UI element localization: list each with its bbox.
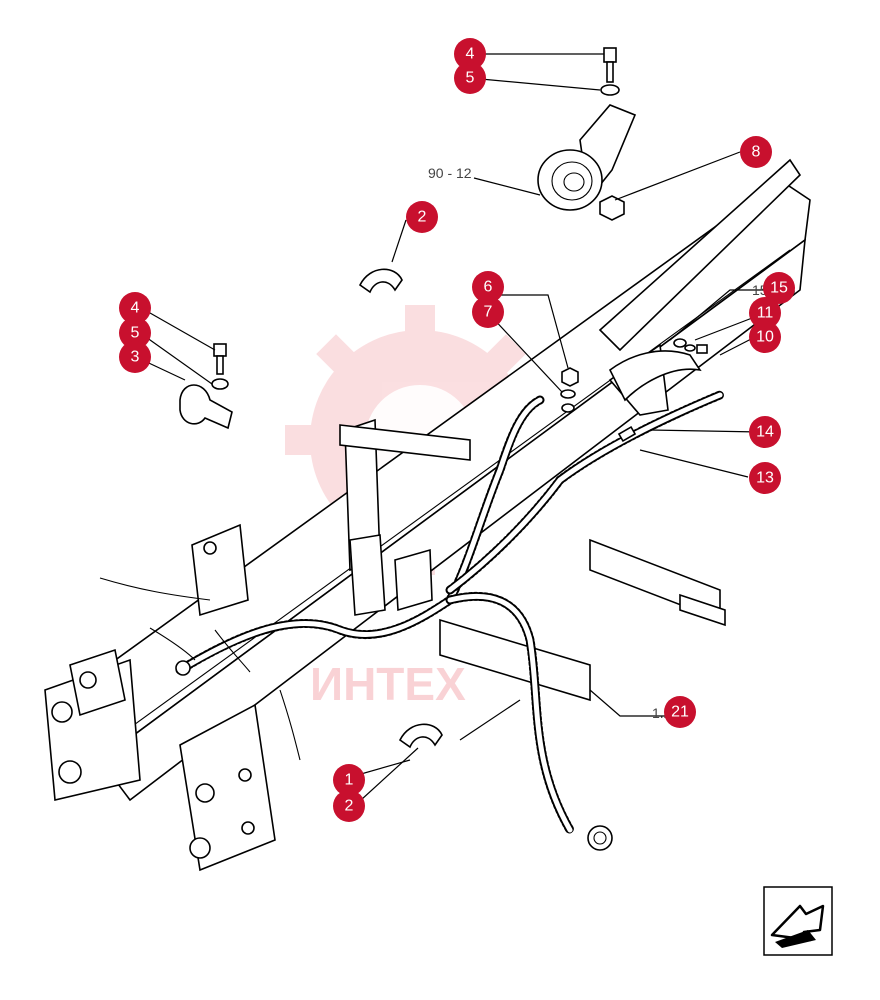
watermark-text: ИНТЕХ [310,658,466,710]
callout-5-top: 5 [454,62,486,94]
horn-reference-label: 90 - 12 [428,165,472,181]
clip-top [358,268,403,294]
clip-bottom [398,723,443,749]
fasteners-right [560,338,708,443]
washer-top [600,84,620,96]
svg-text:21: 21 [671,704,689,721]
callout-2-top: 2 [406,201,438,233]
arrow-next-page-icon[interactable] [763,886,833,956]
svg-text:7: 7 [484,304,493,321]
leader-lines [135,53,770,811]
svg-text:10: 10 [756,329,774,346]
callout-2-bottom: 2 [333,790,365,822]
bolt-top [603,47,617,63]
svg-text:4: 4 [466,46,475,63]
nut-horn [599,195,625,221]
callout-14: 14 [749,416,781,448]
callout-1: 1 [333,764,365,796]
clamp-assembly-left [179,343,233,430]
svg-text:2: 2 [345,798,354,815]
callout-5-left: 5 [119,317,151,349]
horn-assembly [537,47,637,221]
callout-3: 3 [119,341,151,373]
svg-text:5: 5 [131,325,140,342]
callout-7: 7 [472,296,504,328]
svg-text:5: 5 [466,70,475,87]
svg-text:4: 4 [131,300,140,317]
svg-text:6: 6 [484,279,493,296]
callout-8: 8 [740,136,772,168]
callout-13: 13 [749,462,781,494]
callout-10: 10 [749,321,781,353]
callout-15: 15 [763,272,795,304]
harness-connector [587,825,613,851]
callout-4-top: 4 [454,38,486,70]
svg-text:13: 13 [756,470,774,487]
callout-6: 6 [472,271,504,303]
svg-text:1: 1 [345,772,354,789]
callout-21: 21 [664,696,696,728]
svg-text:11: 11 [757,305,774,322]
wiring-harness [99,390,725,851]
svg-text:14: 14 [756,424,774,441]
callout-11: 11 [749,297,781,329]
svg-text:15: 15 [770,280,788,297]
main-frame [44,158,811,872]
svg-text:2: 2 [418,209,427,226]
svg-text:8: 8 [752,144,761,161]
svg-text:3: 3 [131,349,140,366]
callout-4-left: 4 [119,292,151,324]
